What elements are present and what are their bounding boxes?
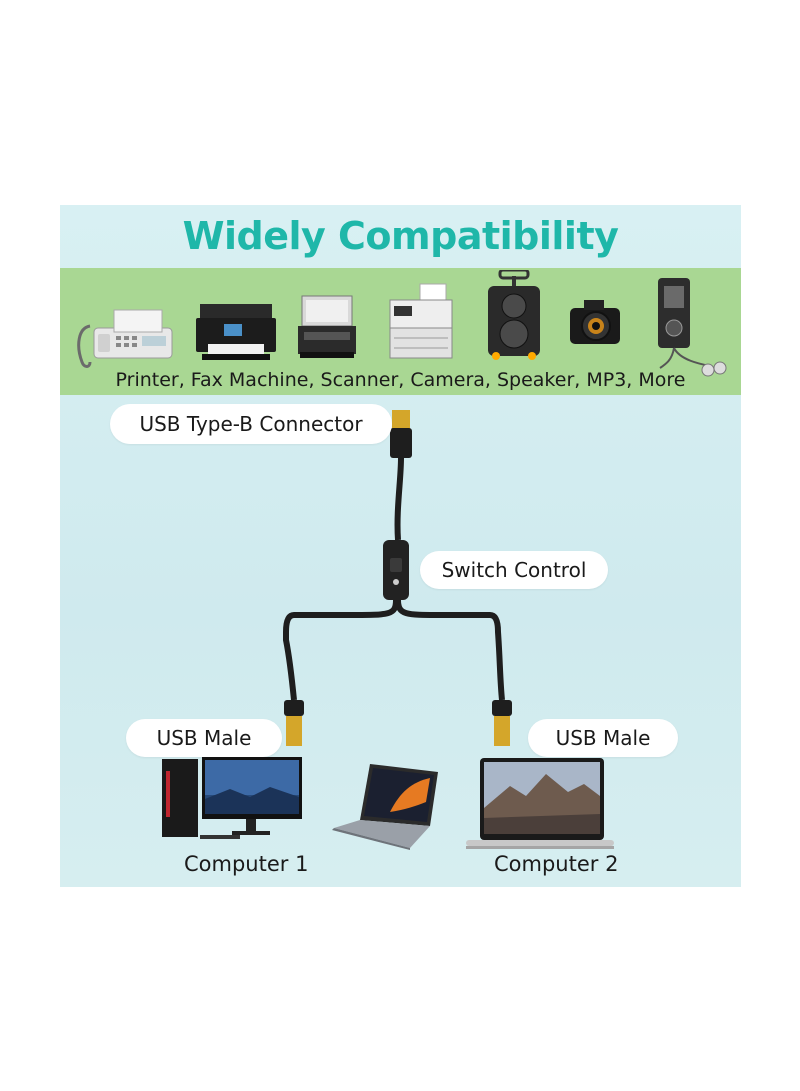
- printer-icon: [196, 304, 276, 360]
- cable-diagram: [283, 410, 512, 746]
- computer-1-label: Computer 1: [184, 852, 309, 876]
- laptop-icon: [332, 764, 438, 850]
- usb-male-right-label: USB Male: [528, 719, 678, 757]
- macbook-icon: [466, 758, 614, 849]
- camera-icon: [570, 300, 620, 344]
- desktop-computer-icon: [162, 757, 302, 839]
- office-printer-icon: [389, 283, 453, 359]
- usb-b-connector: [392, 410, 410, 430]
- devices-caption: Printer, Fax Machine, Scanner, Camera, S…: [115, 369, 686, 391]
- scanner-icon: [298, 295, 356, 358]
- computer-2-label: Computer 2: [494, 852, 619, 876]
- switch-control-label: Switch Control: [420, 551, 608, 589]
- mp3-player-icon: [658, 278, 727, 377]
- speaker-icon: [488, 270, 540, 360]
- usb-male-left-label: USB Male: [126, 719, 282, 757]
- fax-machine-icon: [77, 309, 173, 368]
- usb-male-left-connector: [286, 716, 302, 746]
- usb-male-right-connector: [494, 716, 510, 746]
- usb-b-connector-label: USB Type-B Connector: [110, 404, 392, 444]
- page-title: Widely Compatibility: [182, 214, 619, 258]
